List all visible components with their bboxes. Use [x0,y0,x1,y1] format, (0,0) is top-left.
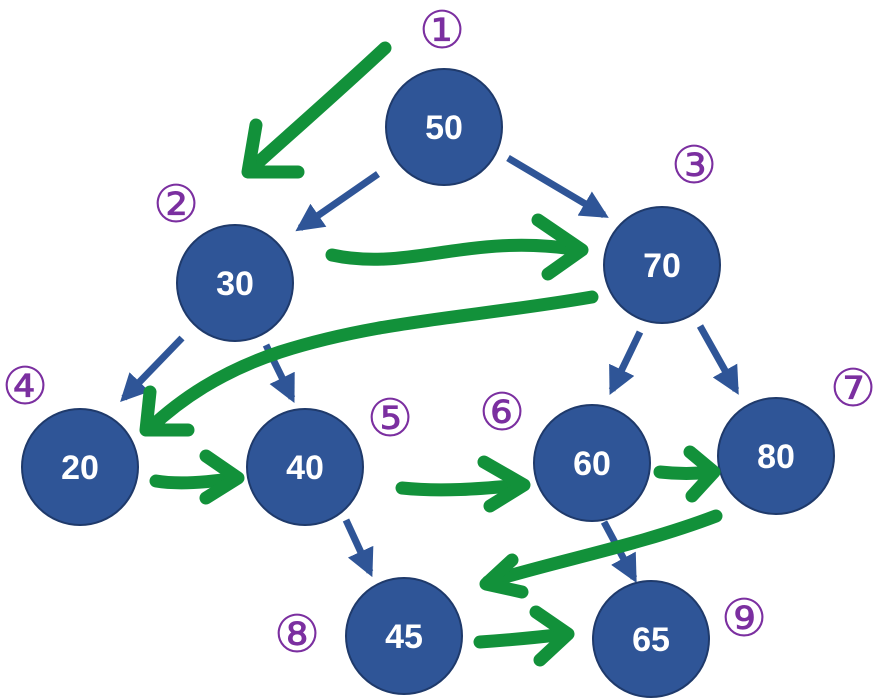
traversal-arrow-70-20 [139,290,599,437]
node-value-45: 45 [385,618,423,656]
order-label-50: ① [419,1,466,61]
node-value-80: 80 [757,438,795,476]
node-50: 50 [385,68,503,186]
traversal-arrow-40-60 [395,455,531,513]
traversal-arrow-20-40 [149,449,245,505]
node-65: 65 [592,580,710,698]
node-45: 45 [345,577,463,695]
node-60: 60 [533,404,651,522]
traversal-arrow-45-65 [473,605,575,667]
node-30: 30 [176,224,294,342]
traversal-arrow-30-70 [325,213,589,281]
order-label-40: ⑤ [367,389,414,449]
node-value-50: 50 [425,109,463,147]
order-label-30: ② [153,175,200,235]
edge-70-80 [696,324,740,395]
edge-30-20 [120,335,185,403]
order-label-45: ⑧ [274,605,321,665]
node-20: 20 [21,408,139,526]
order-label-60: ⑥ [479,383,526,443]
edge-70-60 [608,330,644,396]
edge-50-70 [506,154,609,219]
node-40: 40 [246,408,364,526]
traversal-arrow-80-45 [479,509,723,599]
order-label-80: ⑦ [830,359,877,419]
order-label-70: ③ [671,136,718,196]
traversal-arrow-60-80 [653,445,721,503]
edge-50-30 [295,171,380,232]
node-70: 70 [603,206,721,324]
node-value-60: 60 [573,445,611,483]
order-labels: ① ② ③ ④ ⑤ ⑥ ⑦ ⑧ ⑨ [2,1,877,665]
node-80: 80 [717,397,835,515]
traversal-arrow-start-50 [241,41,392,179]
traversal-arrows [139,41,723,667]
order-label-65: ⑨ [721,589,768,649]
node-value-70: 70 [643,247,681,285]
node-value-65: 65 [632,621,670,659]
edge-40-45 [342,518,374,578]
order-label-20: ④ [2,357,49,417]
node-value-20: 20 [61,449,99,487]
tree-nodes: 50 30 70 20 40 60 80 45 [21,68,835,698]
node-value-40: 40 [286,449,324,487]
node-value-30: 30 [216,265,254,303]
